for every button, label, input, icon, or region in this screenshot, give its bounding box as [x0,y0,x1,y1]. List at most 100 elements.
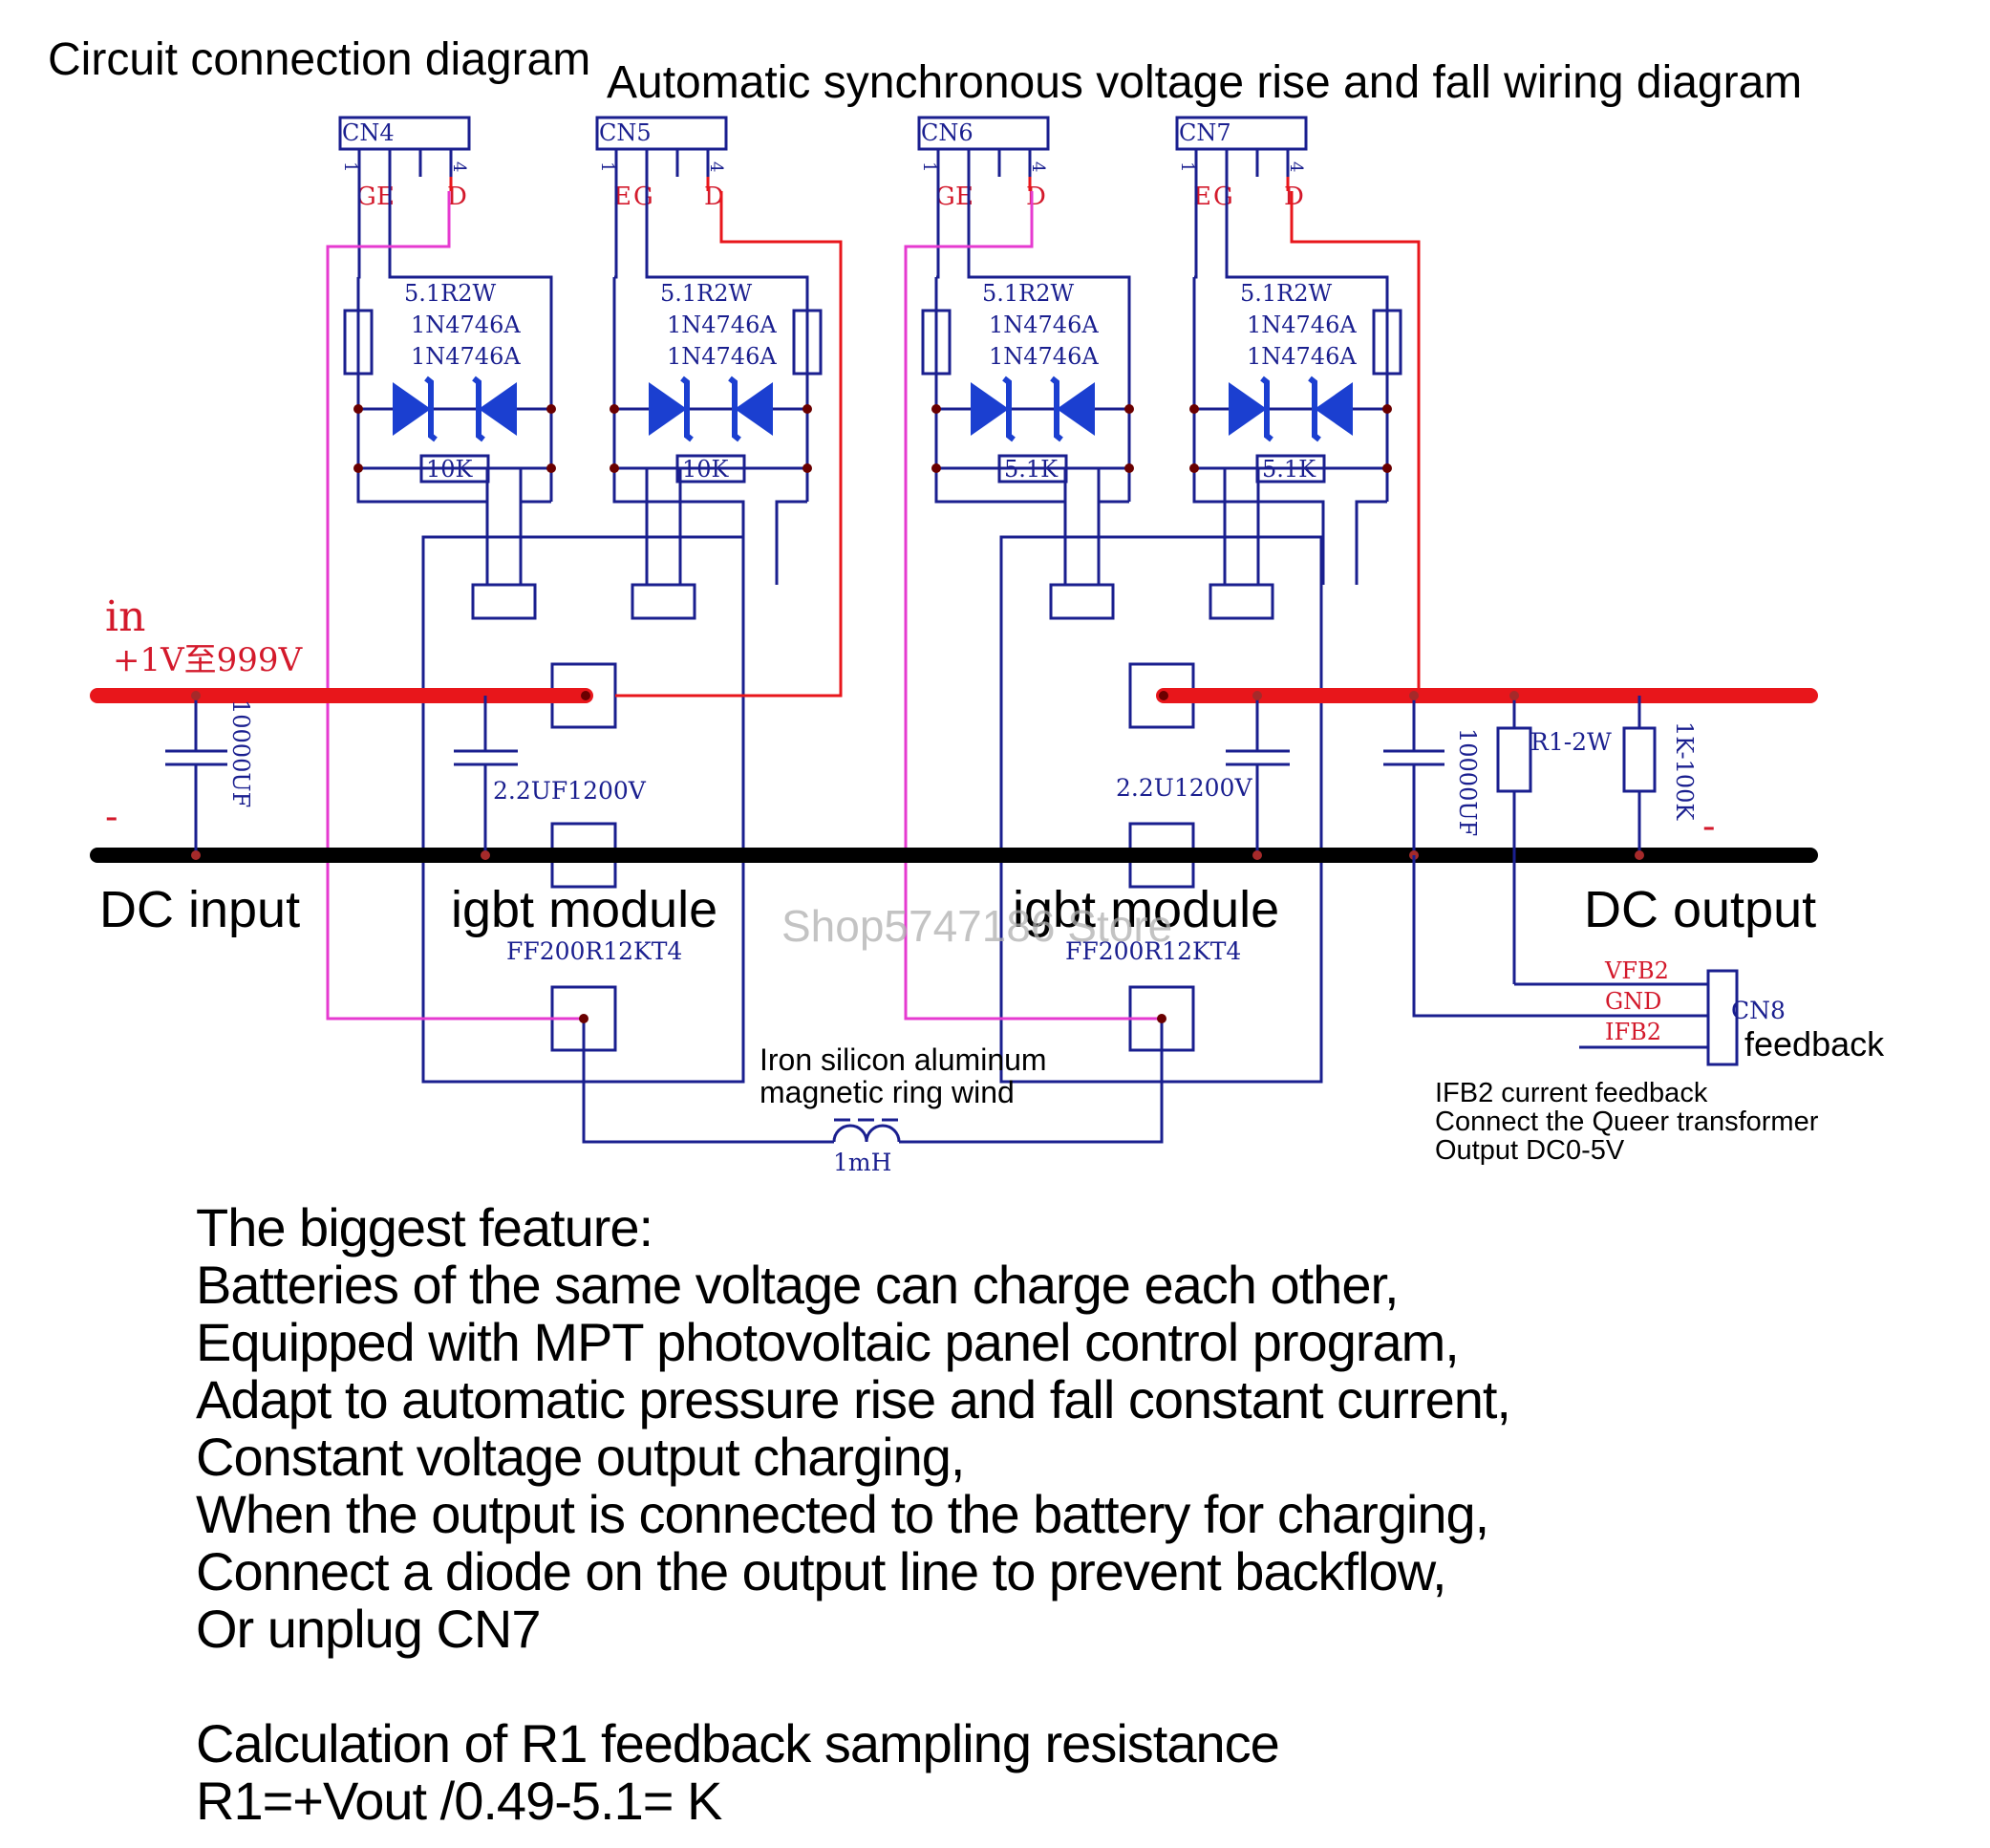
zener-label: 1N4746A [989,312,1099,338]
inductor-note-line-2: magnetic ring wind [760,1075,1015,1109]
module-left-cap-label: 2.2UF1200V [493,777,647,805]
pulldown-label: 5.1K [1262,456,1316,483]
pulldown-label: 5.1K [1004,456,1059,483]
module-right-capacitor [1226,691,1290,860]
gate-return-wires [326,191,1162,1021]
title-left: Circuit connection diagram [48,34,590,85]
feedback-note-line-2: Connect the Queer transformer [1435,1107,1819,1137]
feature-line: Or unplug CN7 [196,1599,542,1659]
connector-pin-label: G [633,183,653,211]
calculation-text: Calculation of R1 feedback sampling resi… [196,1715,1915,1830]
output-minus-label: - [1702,805,1716,849]
connector-pin-label: E [376,183,395,211]
connector-box [338,116,471,151]
feature-line: Equipped with MPT photovoltaic panel con… [196,1312,1460,1372]
connector-pin-label: G [935,183,955,211]
input-range-label: +1V至999V [113,641,304,679]
calculation-line: Calculation of R1 feedback sampling resi… [196,1713,1280,1773]
gate-leads [485,468,1260,585]
connector-pin-label: E [955,183,974,211]
pulldown-label: 10K [682,456,730,483]
rails [90,688,1818,863]
connector-box [1175,116,1308,151]
inductor-note-line-1: Iron silicon aluminum [760,1042,1047,1077]
load-resistor-label: 1K-100K [1671,721,1698,821]
connector-id: CN4 [342,119,395,146]
connector-pin-4: 4 [449,161,469,172]
module-left-label: igbt module [451,881,717,938]
input-capacitor [165,691,227,860]
module-left-capacitor [454,696,518,860]
connector-pin-4: 4 [1028,161,1048,172]
zener-pair [971,376,1095,442]
series-resistor-label: 5.1R2W [660,280,753,307]
connector-box [595,116,728,151]
zener-label: 1N4746A [667,312,777,338]
feature-line: Constant voltage output charging, [196,1427,965,1487]
watermark: Shop5747186 Store [781,901,1172,951]
zener-label: 1N4746A [1247,343,1357,370]
inductor [579,1014,1166,1144]
connector-pin-1: 1 [597,161,617,172]
title-right: Automatic synchronous voltage rise and f… [607,57,1802,108]
connector-id: CN6 [921,119,974,146]
dc-input-label: DC input [99,881,300,938]
output-cap-label: 10000UF [1454,728,1481,836]
feedback-connector-label: CN8 [1731,997,1786,1024]
module-left-part: FF200R12KT4 [506,937,682,965]
zener-label: 1N4746A [411,312,521,338]
r1-label: R1-2W [1530,728,1612,756]
zener-pair [649,376,773,442]
module-right-cap-label: 2.2U1200V [1116,774,1252,802]
feedback-note-line-1: IFB2 current feedback [1435,1078,1708,1108]
feedback-connector [1412,855,1739,1066]
connector-pin-1: 1 [340,161,360,172]
series-resistor-label: 5.1R2W [404,280,497,307]
series-resistor-label: 5.1R2W [1240,280,1333,307]
output-capacitor [1383,691,1444,860]
feature-line: Adapt to automatic pressure rise and fal… [196,1369,1511,1429]
module-right-label: igbt module [1013,881,1279,938]
feature-line: The biggest feature: [196,1197,653,1257]
connector-id: CN5 [599,119,652,146]
input-cap-label: 10000UF [227,699,254,807]
feature-text: The biggest feature: Batteries of the sa… [196,1199,1915,1658]
connector-id: CN7 [1179,119,1231,146]
inductor-value: 1mH [833,1149,891,1176]
zener-label: 1N4746A [667,343,777,370]
input-in-label: in [105,592,145,641]
zener-pair [393,376,517,442]
zener-label: 1N4746A [1247,312,1357,338]
zener-label: 1N4746A [411,343,521,370]
module-right-part: FF200R12KT4 [1065,937,1241,965]
igbt-module-right [999,535,1323,1084]
zener-label: 1N4746A [989,343,1099,370]
feature-line: Connect a diode on the output line to pr… [196,1541,1447,1601]
r1-resistor [1496,691,1532,984]
connector-pin-label: E [1193,183,1211,211]
feature-line: When the output is connected to the batt… [196,1484,1489,1544]
drain-wires [615,191,1421,698]
pulldown-label: 10K [426,456,474,483]
connector-pin-label: G [1213,183,1233,211]
connector-pin-label: G [356,183,376,211]
load-resistor [1622,696,1657,860]
feedback-pin-gnd: GND [1605,988,1661,1015]
feedback-pin-vfb2: VFB2 [1604,957,1669,984]
feedback-note-line-3: Output DC0-5V [1435,1135,1625,1166]
igbt-module-left [421,535,745,1084]
feedback-title: feedback [1744,1024,1885,1064]
connector-box [917,116,1050,151]
dc-output-label: DC output [1584,881,1816,938]
input-minus-label: - [105,795,118,839]
zener-pair [1229,376,1353,442]
feedback-pin-ifb2: IFB2 [1605,1019,1661,1045]
connector-pin-4: 4 [706,161,726,172]
connector-pin-1: 1 [1177,161,1197,172]
